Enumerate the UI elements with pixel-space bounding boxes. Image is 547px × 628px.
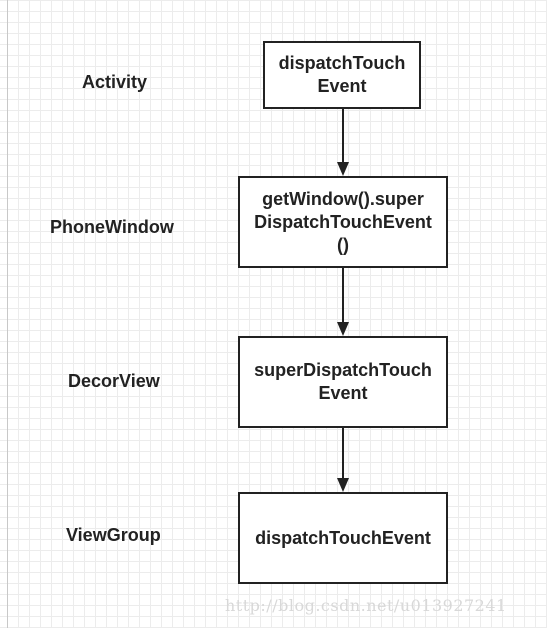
method-box-activity-text: dispatchTouch Event xyxy=(278,53,406,96)
layer-label-phonewindow: PhoneWindow xyxy=(50,217,174,237)
method-box-activity: dispatchTouch Event xyxy=(263,41,421,109)
page-left-border xyxy=(7,0,8,628)
arrowhead-phonewindow-to-decorview xyxy=(337,322,349,336)
layer-label-activity: Activity xyxy=(82,72,148,92)
layer-label-viewgroup: ViewGroup xyxy=(66,525,161,545)
arrowhead-activity-to-phonewindow xyxy=(337,162,349,176)
method-box-decorview-text: superDispatchTouch Event xyxy=(254,360,432,403)
arrowhead-decorview-to-viewgroup xyxy=(337,478,349,492)
method-box-phonewindow: getWindow().super DispatchTouchEvent () xyxy=(238,176,448,268)
layer-label-decorview: DecorView xyxy=(68,371,160,391)
method-box-viewgroup: dispatchTouchEvent xyxy=(238,492,448,584)
watermark-text: http://blog.csdn.net/u013927241 xyxy=(225,596,507,615)
method-box-phonewindow-text: getWindow().super DispatchTouchEvent () xyxy=(254,188,432,255)
method-box-viewgroup-text: dispatchTouchEvent xyxy=(255,527,431,548)
method-box-decorview: superDispatchTouch Event xyxy=(238,336,448,428)
